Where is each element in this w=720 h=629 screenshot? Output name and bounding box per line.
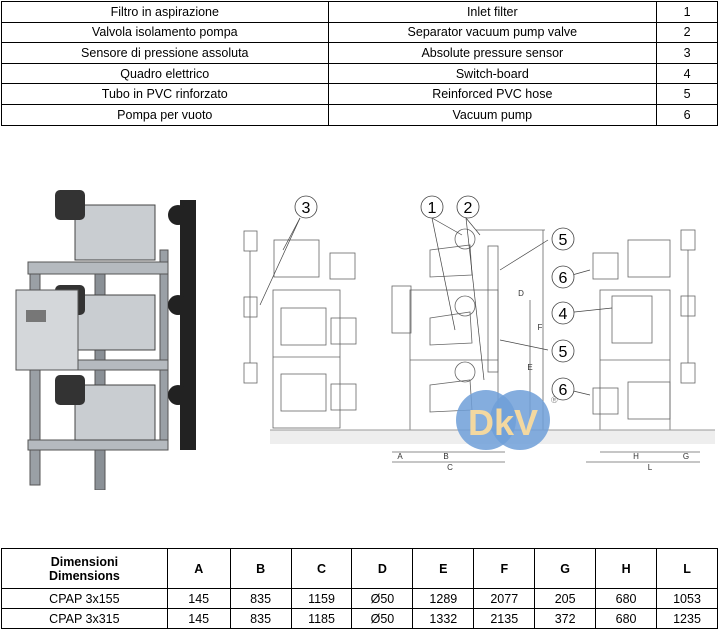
callout-1: 1: [428, 200, 437, 217]
component-name-it: Valvola isolamento pompa: [1, 21, 329, 44]
dimension-value: 1185: [290, 608, 353, 629]
component-number: 5: [656, 83, 718, 105]
dimension-value: 145: [166, 608, 231, 629]
component-name-en: Reinforced PVC hose: [327, 83, 658, 105]
dimension-column-header: A: [166, 548, 231, 589]
dimension-value: 835: [229, 588, 292, 609]
model-name: CPAP 3x155: [1, 588, 168, 609]
component-number: 3: [656, 42, 718, 64]
dim-L: L: [648, 463, 653, 472]
component-number: 4: [656, 62, 718, 85]
dimension-value: 2077: [473, 588, 536, 609]
dimension-value: 205: [534, 588, 597, 609]
component-name-it: Quadro elettrico: [1, 62, 329, 85]
callout-6: 6: [559, 270, 568, 287]
dim-E: E: [527, 363, 532, 372]
dim-A: A: [397, 452, 403, 461]
dimension-value: 1332: [412, 608, 475, 629]
dimension-value: 372: [534, 608, 597, 629]
dimension-column-header: B: [229, 548, 292, 589]
dimension-value: 2135: [473, 608, 536, 629]
technical-drawing: DkV ® 3 1 2 5 6 4 5 6 A B C D E F G H L: [15, 190, 715, 490]
dimension-value: 1235: [656, 608, 718, 629]
component-name-en: Absolute pressure sensor: [327, 42, 658, 64]
callout-5: 5: [559, 344, 568, 361]
dim-F: F: [538, 323, 543, 332]
callout-4: 4: [559, 306, 568, 323]
dim-D: D: [518, 289, 524, 298]
component-name-it: Pompa per vuoto: [1, 103, 329, 126]
model-name: CPAP 3x315: [1, 608, 168, 629]
dimension-column-header: H: [595, 548, 658, 589]
dimension-column-header: L: [656, 548, 718, 589]
dimension-column-header: G: [534, 548, 597, 589]
callout-6: 6: [559, 382, 568, 399]
dimension-value: Ø50: [351, 588, 414, 609]
dimension-value: 145: [166, 588, 231, 609]
dimension-value: 1159: [290, 588, 353, 609]
dimension-column-header: F: [473, 548, 536, 589]
dimension-column-header: D: [351, 548, 414, 589]
component-name-en: Vacuum pump: [327, 103, 658, 126]
component-name-en: Switch-board: [327, 62, 658, 85]
component-name-it: Tubo in PVC rinforzato: [1, 83, 329, 105]
component-name-en: Separator vacuum pump valve: [327, 21, 658, 44]
component-name-it: Sensore di pressione assoluta: [1, 42, 329, 64]
callout-2: 2: [464, 200, 473, 217]
component-number: 2: [656, 21, 718, 44]
svg-text:®: ®: [551, 395, 558, 405]
dimension-value: 680: [595, 588, 658, 609]
dkv-logo: DkV ®: [456, 390, 558, 450]
component-name-en: Inlet filter: [327, 1, 658, 23]
dim-C: C: [447, 463, 453, 472]
unit-3d-render: [15, 190, 196, 490]
dimension-column-header: E: [412, 548, 475, 589]
dim-B: B: [443, 452, 448, 461]
dimension-value: Ø50: [351, 608, 414, 629]
component-number: 6: [656, 103, 718, 126]
dimension-value: 835: [229, 608, 292, 629]
callout-5: 5: [559, 232, 568, 249]
dimension-value: 1053: [656, 588, 718, 609]
dimension-value: 1289: [412, 588, 475, 609]
dim-G: G: [683, 452, 689, 461]
dimension-value: 680: [595, 608, 658, 629]
dimension-column-header: C: [290, 548, 353, 589]
callout-3: 3: [302, 200, 311, 217]
component-name-it: Filtro in aspirazione: [1, 1, 329, 23]
dim-H: H: [633, 452, 639, 461]
svg-text:DkV: DkV: [468, 402, 538, 443]
component-number: 1: [656, 1, 718, 23]
